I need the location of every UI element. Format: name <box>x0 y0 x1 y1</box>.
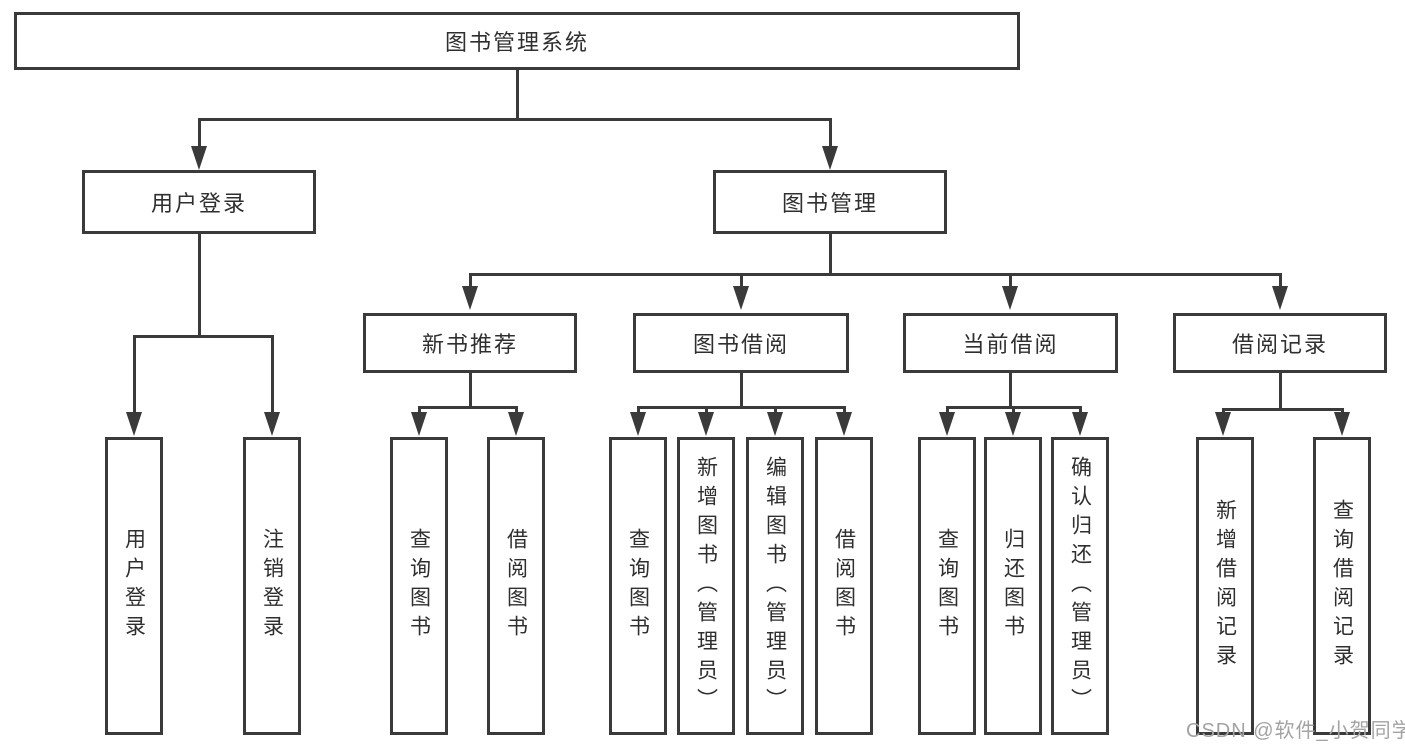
connector-stub-user-login <box>197 118 201 146</box>
leaf-bb-add-books-admin-label: 新增图书（管理员） <box>694 455 718 717</box>
arrowhead-br2-icon <box>1334 412 1350 436</box>
connector-level3-rail <box>468 273 1282 276</box>
arrowhead-user-login-icon <box>191 146 207 170</box>
leaf-logout-label: 注销登录 <box>260 528 284 644</box>
node-user-login: 用户登录 <box>82 170 316 234</box>
connector-user-login-rail <box>132 335 274 338</box>
connector-stub-br1 <box>1221 408 1225 415</box>
arrowhead-cb3-icon <box>1072 412 1088 436</box>
leaf-bb-query-books: 查询图书 <box>609 437 667 735</box>
node-borrow-records: 借阅记录 <box>1173 313 1387 373</box>
connector-stub-cb2 <box>1011 406 1015 415</box>
node-current-borrow-label: 当前借阅 <box>962 332 1059 357</box>
connector-borrow-records-drop <box>1278 373 1282 411</box>
connector-stub-new-books <box>468 273 472 287</box>
leaf-br-query-record: 查询借阅记录 <box>1313 437 1371 735</box>
connector-book-borrow-rail <box>636 406 846 409</box>
connector-stub-book-mgmt <box>828 118 832 146</box>
arrowhead-book-borrow-icon <box>733 286 749 310</box>
leaf-nb-borrow-books-label: 借阅图书 <box>504 528 528 644</box>
node-library-system-label: 图书管理系统 <box>444 30 589 55</box>
node-borrow-records-label: 借阅记录 <box>1231 332 1328 357</box>
connector-level2-rail <box>197 118 832 121</box>
leaf-br-add-record-label: 新增借阅记录 <box>1213 499 1237 673</box>
arrowhead-br1-icon <box>1215 412 1231 436</box>
leaf-user-login-label: 用户登录 <box>122 528 146 644</box>
node-book-borrow-label: 图书借阅 <box>692 332 789 357</box>
connector-stub-cb1 <box>945 406 949 415</box>
connector-stub-cb3 <box>1078 406 1082 415</box>
leaf-br-query-record-label: 查询借阅记录 <box>1330 499 1354 673</box>
connector-book-borrow-drop <box>739 373 743 409</box>
leaf-nb-query-books-label: 查询图书 <box>407 528 431 644</box>
arrowhead-cb1-icon <box>939 412 955 436</box>
leaf-cb-return-books: 归还图书 <box>984 437 1042 735</box>
connector-book-mgmt-drop <box>828 234 832 275</box>
node-book-management: 图书管理 <box>713 170 947 234</box>
arrowhead-cb2-icon <box>1005 412 1021 436</box>
connector-stub-br2 <box>1340 408 1344 415</box>
leaf-bb-edit-books-admin-label: 编辑图书（管理员） <box>763 455 787 717</box>
arrowhead-login-icon <box>126 412 142 436</box>
node-new-book-recommend-label: 新书推荐 <box>421 332 518 357</box>
node-user-login-label: 用户登录 <box>150 191 247 216</box>
connector-stub-login <box>132 335 136 412</box>
connector-stub-nb1 <box>417 406 421 415</box>
leaf-bb-query-books-label: 查询图书 <box>626 528 650 644</box>
leaf-bb-add-books-admin: 新增图书（管理员） <box>677 437 735 735</box>
connector-stub-logout <box>270 335 274 412</box>
arrowhead-nb1-icon <box>411 412 427 436</box>
node-new-book-recommend: 新书推荐 <box>363 313 577 373</box>
connector-current-borrow-drop <box>1008 373 1012 409</box>
arrowhead-borrow-records-icon <box>1272 286 1288 310</box>
arrowhead-new-books-icon <box>462 286 478 310</box>
leaf-cb-query-books: 查询图书 <box>918 437 976 735</box>
arrowhead-bb4-icon <box>836 412 852 436</box>
connector-stub-bb1 <box>636 406 640 415</box>
csdn-watermark: CSDN @软件_小贺同学 <box>1186 720 1405 742</box>
arrowhead-logout-icon <box>264 412 280 436</box>
connector-user-login-drop <box>197 234 201 337</box>
connector-stub-bb3 <box>773 406 777 415</box>
leaf-user-login: 用户登录 <box>105 437 163 735</box>
connector-stub-bb4 <box>842 406 846 415</box>
arrowhead-book-mgmt-icon <box>822 146 838 170</box>
arrowhead-nb2-icon <box>508 412 524 436</box>
arrowhead-bb1-icon <box>630 412 646 436</box>
leaf-nb-borrow-books: 借阅图书 <box>487 437 545 735</box>
connector-stub-borrow-records <box>1278 273 1282 287</box>
arrowhead-bb2-icon <box>698 412 714 436</box>
leaf-bb-borrow-books-label: 借阅图书 <box>832 528 856 644</box>
leaf-bb-borrow-books: 借阅图书 <box>815 437 873 735</box>
node-book-management-label: 图书管理 <box>781 191 878 216</box>
node-book-borrow: 图书借阅 <box>633 313 849 373</box>
connector-borrow-records-rail <box>1221 408 1344 411</box>
leaf-cb-return-books-label: 归还图书 <box>1001 528 1025 644</box>
connector-new-books-drop <box>468 373 472 409</box>
node-current-borrow: 当前借阅 <box>903 313 1118 373</box>
leaf-logout: 注销登录 <box>243 437 301 735</box>
connector-stub-book-borrow <box>739 273 743 287</box>
arrowhead-bb3-icon <box>767 412 783 436</box>
leaf-cb-confirm-return-admin: 确认归还（管理员） <box>1051 437 1109 735</box>
leaf-cb-query-books-label: 查询图书 <box>935 528 959 644</box>
leaf-cb-confirm-return-admin-label: 确认归还（管理员） <box>1068 455 1092 717</box>
connector-stub-current-borrow <box>1008 273 1012 287</box>
connector-stub-nb2 <box>514 406 518 415</box>
leaf-br-add-record: 新增借阅记录 <box>1196 437 1254 735</box>
leaf-bb-edit-books-admin: 编辑图书（管理员） <box>746 437 804 735</box>
arrowhead-current-borrow-icon <box>1002 286 1018 310</box>
connector-stub-bb2 <box>704 406 708 415</box>
node-library-system: 图书管理系统 <box>14 12 1020 70</box>
connector-new-books-rail <box>417 406 518 409</box>
connector-root-drop <box>515 70 519 120</box>
leaf-nb-query-books: 查询图书 <box>390 437 448 735</box>
